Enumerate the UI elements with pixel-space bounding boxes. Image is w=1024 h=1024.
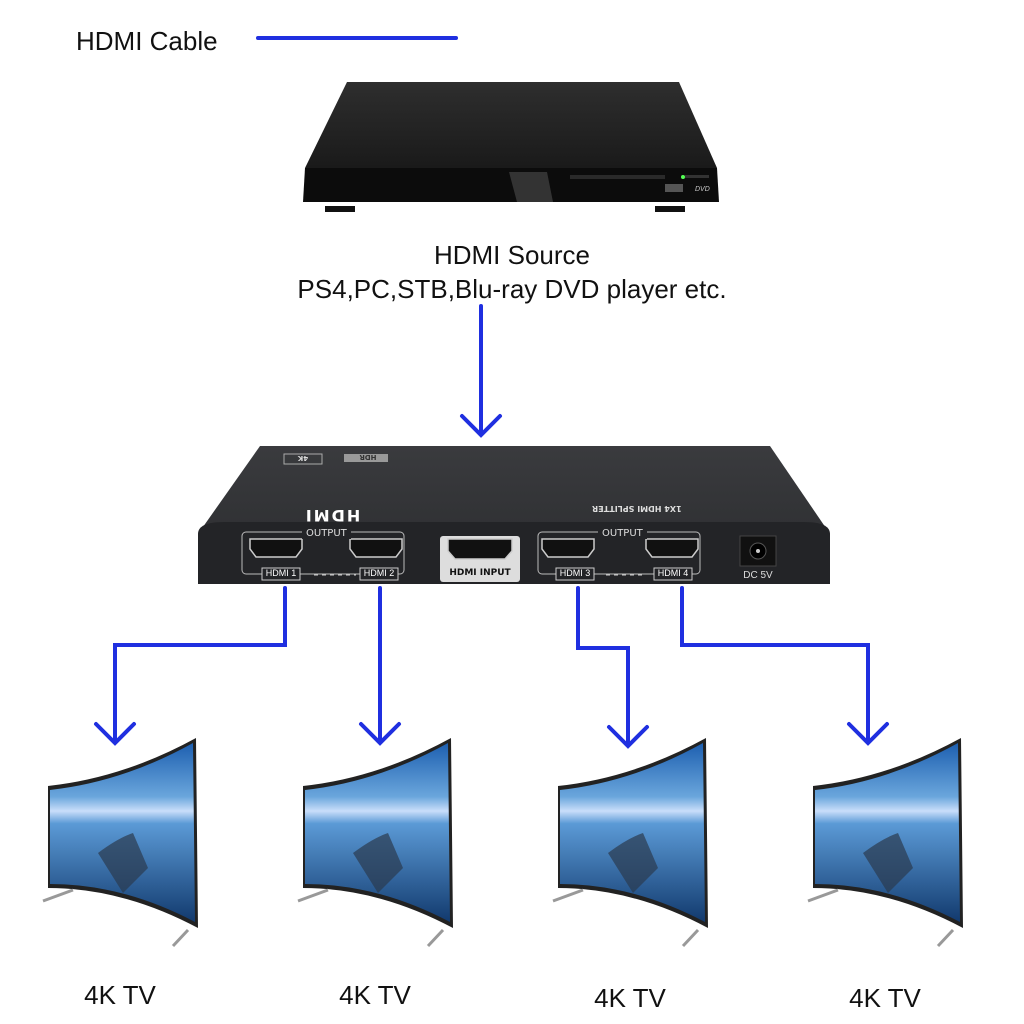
output-label-right: OUTPUT (598, 528, 647, 539)
tv-2-image (297, 738, 453, 948)
dvd-logo: DVD (695, 186, 710, 193)
power-label: DC 5V (743, 570, 773, 581)
tv-1-image (42, 738, 198, 948)
tv-label-1: 4K TV (84, 980, 156, 1010)
cable-hdmi-4 (680, 586, 889, 746)
cable-hdmi-3 (576, 586, 649, 749)
source-cable (460, 304, 502, 438)
port-hdmi-2: HDMI 2 (363, 568, 395, 578)
cable-hdmi-2 (359, 586, 401, 746)
source-title: HDMI Source (433, 240, 591, 270)
port-hdmi-4: HDMI 4 (657, 568, 689, 578)
legend-label: HDMI Cable (76, 26, 218, 56)
port-hdmi-input: HDMI INPUT (449, 568, 511, 578)
tv-label-3: 4K TV (594, 983, 666, 1013)
cable-hdmi-1 (94, 586, 287, 746)
output-label-left: OUTPUT (302, 528, 351, 539)
dvd-player-image: DVD (303, 82, 719, 212)
tv-3-image (552, 738, 708, 948)
tv-4-image (807, 738, 963, 948)
source-subtitle: PS4,PC,STB,Blu-ray DVD player etc. (297, 274, 727, 304)
port-hdmi-3: HDMI 3 (559, 568, 591, 578)
tv-label-4: 4K TV (849, 983, 921, 1013)
hdmi-splitter: HDMI HDR 4K 1X4 HDMI SPLITTER OUTPUT OUT… (194, 444, 834, 590)
port-hdmi-1: HDMI 1 (265, 568, 297, 578)
tv-label-2: 4K TV (339, 980, 411, 1010)
